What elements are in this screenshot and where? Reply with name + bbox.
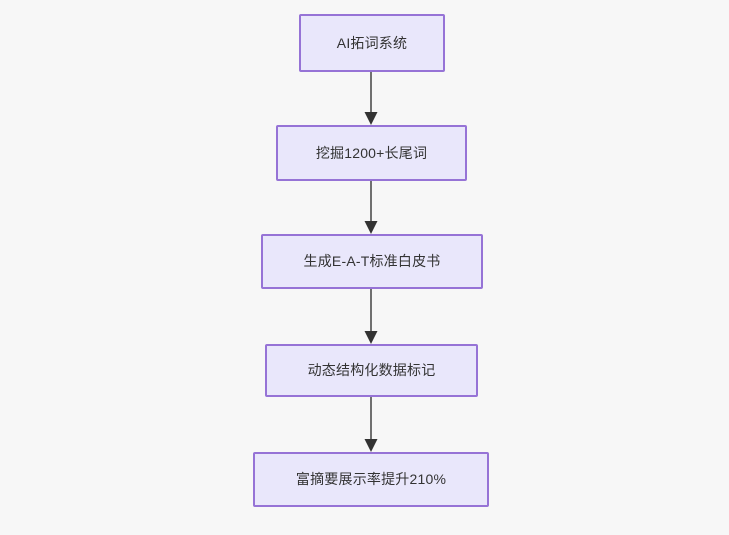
edge-n3-n4 (364, 289, 378, 344)
flowchart-node-dynamic-structured-data-markup[interactable]: 动态结构化数据标记 (265, 344, 478, 397)
node-label: 动态结构化数据标记 (307, 362, 436, 379)
edge-n4-n5 (364, 397, 378, 452)
node-label: 富摘要展示率提升210% (295, 471, 447, 488)
flowchart-node-rich-snippet-rate-increase[interactable]: 富摘要展示率提升210% (253, 452, 489, 507)
node-label: AI拓词系统 (336, 34, 408, 51)
edge-n1-n2 (364, 72, 378, 125)
flowchart-node-mine-longtail-keywords[interactable]: 挖掘1200+长尾词 (276, 125, 467, 181)
flowchart-node-generate-eat-whitepaper[interactable]: 生成E-A-T标准白皮书 (261, 234, 483, 289)
flowchart-node-ai-keyword-system[interactable]: AI拓词系统 (299, 14, 445, 72)
edge-n2-n3 (364, 181, 378, 234)
node-label: 挖掘1200+长尾词 (315, 144, 428, 161)
node-label: 生成E-A-T标准白皮书 (303, 253, 441, 270)
